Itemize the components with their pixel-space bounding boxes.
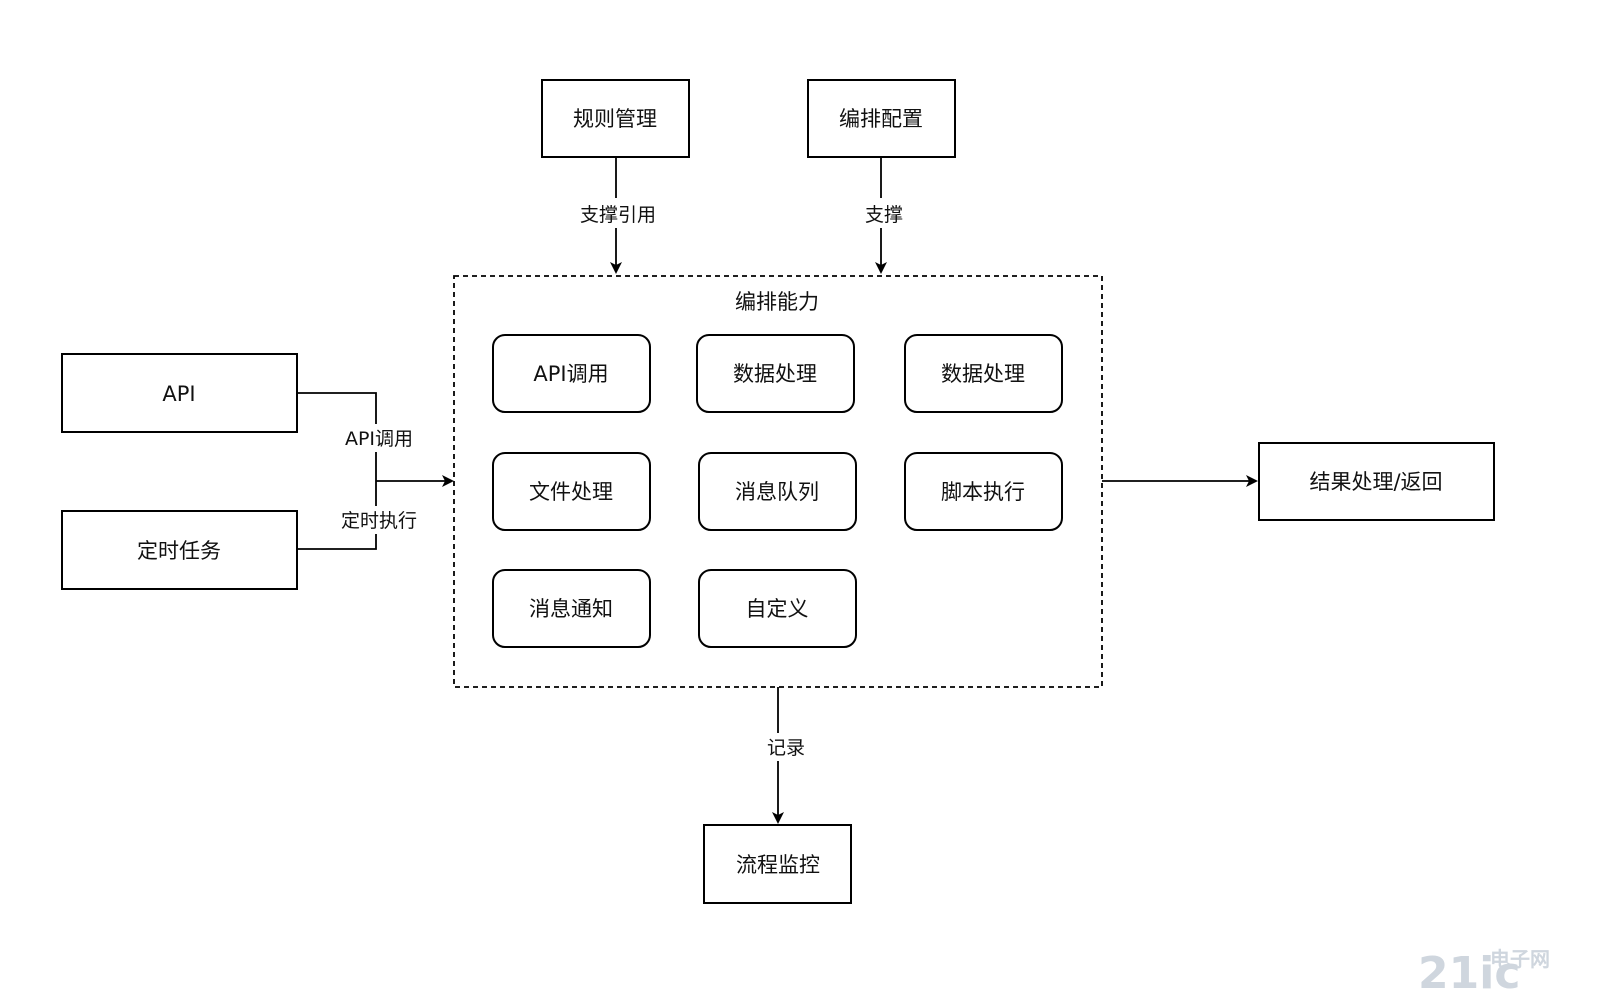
data-processing-node-1: 数据处理	[696, 334, 855, 413]
left-input-edges: API调用 定时执行	[297, 392, 454, 550]
timer-task-label: 定时任务	[137, 539, 221, 563]
watermark-main: 21ic	[1418, 948, 1520, 999]
data-processing-node-2: 数据处理	[904, 334, 1063, 413]
data-processing-label-1: 数据处理	[733, 362, 817, 386]
timer-task-node: 定时任务	[61, 510, 298, 590]
timed-exec-edge-label: 定时执行	[341, 510, 417, 532]
support-ref-label: 支撑引用	[580, 204, 656, 226]
message-queue-node: 消息队列	[698, 452, 857, 531]
watermark-logo: 21ic 电子网	[1418, 947, 1550, 999]
message-queue-label: 消息队列	[735, 480, 819, 504]
api-label: API	[162, 382, 195, 406]
orchestration-group-title: 编排能力	[735, 290, 819, 314]
file-processing-node: 文件处理	[492, 452, 651, 531]
flow-monitor-label: 流程监控	[736, 853, 820, 877]
script-execution-node: 脚本执行	[904, 452, 1063, 531]
custom-label: 自定义	[746, 597, 809, 621]
result-return-label: 结果处理/返回	[1309, 470, 1442, 494]
record-label: 记录	[767, 737, 805, 759]
watermark-sub: 电子网	[1490, 947, 1550, 971]
api-call-node: API调用	[492, 334, 651, 413]
api-node: API	[61, 353, 298, 433]
file-processing-label: 文件处理	[529, 480, 613, 504]
orchestration-config-node: 编排配置	[807, 79, 956, 158]
rule-management-node: 规则管理	[541, 79, 690, 158]
orchestration-config-label: 编排配置	[839, 107, 923, 131]
api-call-label: API调用	[533, 362, 608, 386]
message-notification-label: 消息通知	[529, 597, 613, 621]
script-execution-label: 脚本执行	[941, 480, 1025, 504]
rule-management-label: 规则管理	[573, 107, 657, 131]
support-label: 支撑	[865, 204, 903, 226]
api-call-edge-label: API调用	[345, 428, 413, 450]
record-edge: 记录	[758, 687, 814, 824]
flow-monitor-node: 流程监控	[703, 824, 852, 904]
result-return-node: 结果处理/返回	[1258, 442, 1495, 521]
support-edge: 支撑	[855, 157, 911, 274]
message-notification-node: 消息通知	[492, 569, 651, 648]
support-ref-edge: 支撑引用	[568, 157, 666, 274]
orchestration-group: 编排能力	[453, 275, 1103, 688]
custom-node: 自定义	[698, 569, 857, 648]
data-processing-label-2: 数据处理	[941, 362, 1025, 386]
